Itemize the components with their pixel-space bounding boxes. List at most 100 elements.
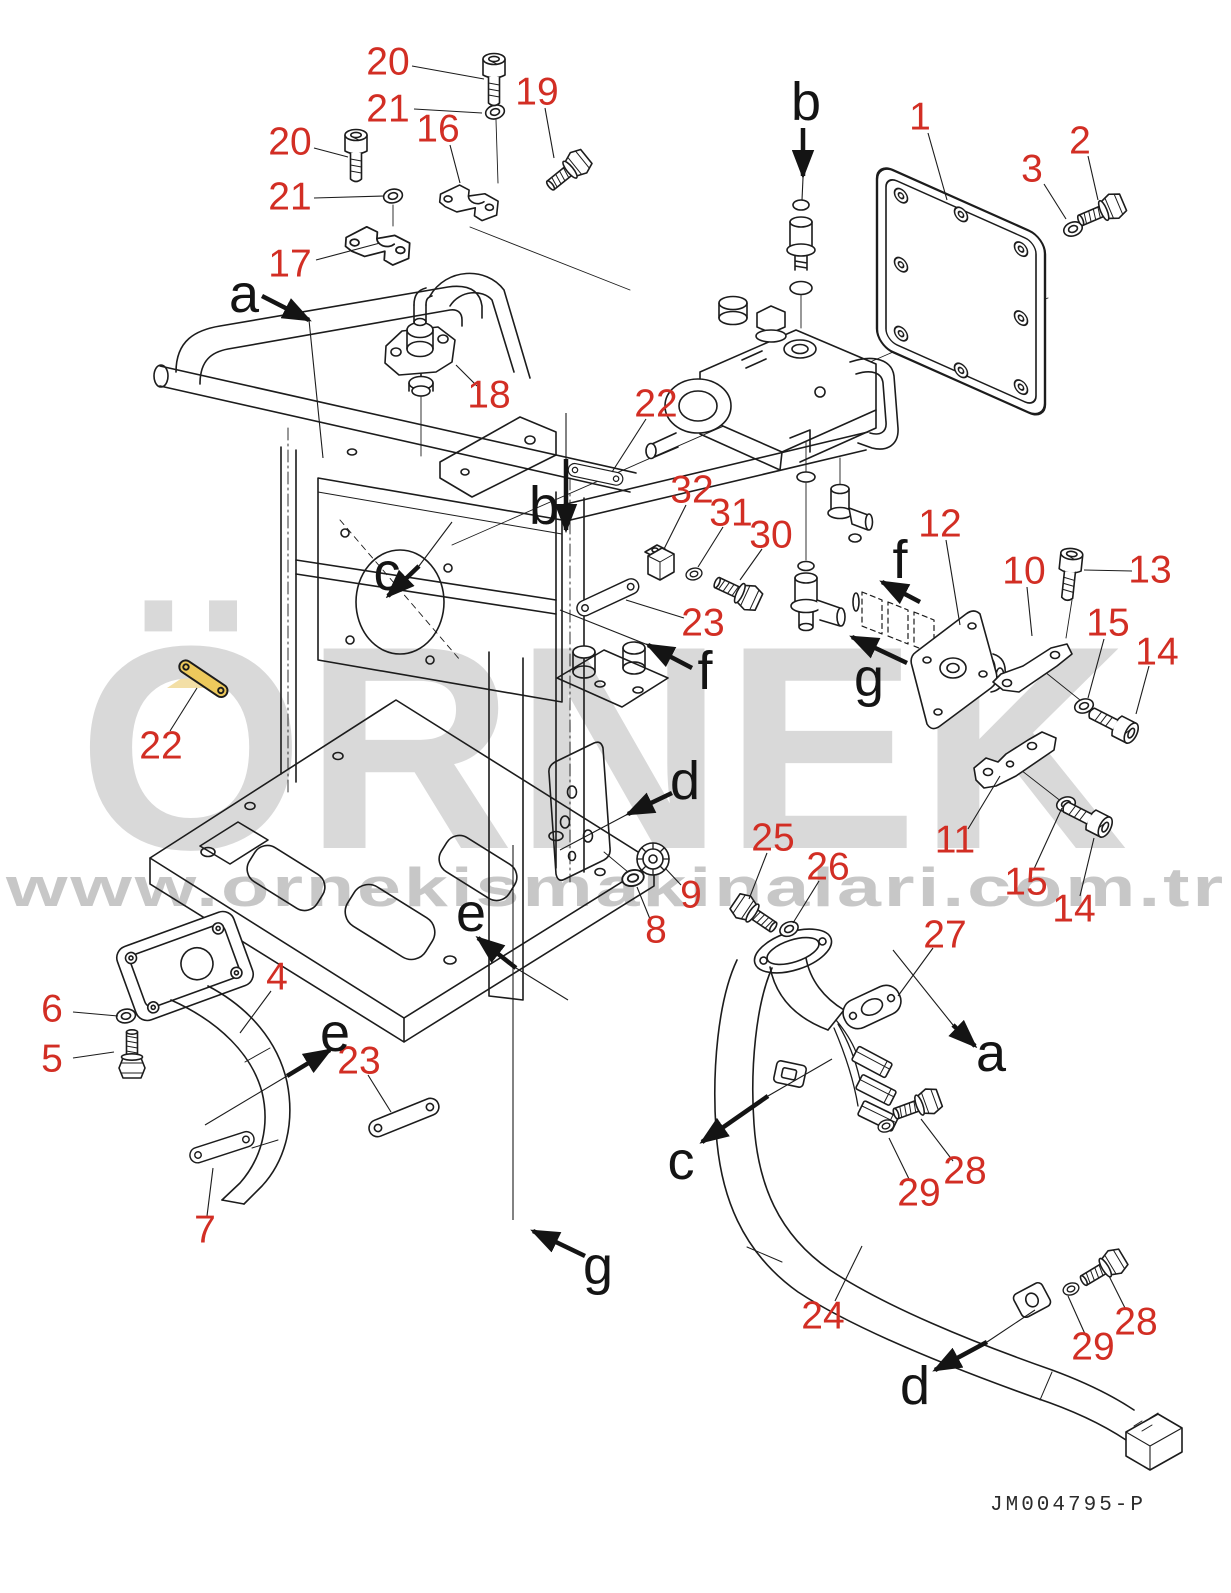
part-label-14: 14	[1052, 888, 1095, 931]
sensor-18	[384, 287, 456, 397]
part-label-16: 16	[416, 108, 459, 151]
part-label-28: 28	[943, 1150, 986, 1193]
view-label-g: g	[854, 648, 884, 708]
leader-line	[1135, 665, 1150, 715]
leader-line	[169, 687, 198, 732]
leader-line	[1087, 155, 1099, 201]
main-frame	[149, 272, 869, 1043]
drawing-number: JM004795-P	[990, 1494, 1146, 1517]
bracket-10	[992, 643, 1073, 693]
leader-line	[967, 775, 1001, 830]
view-arrow-icon	[932, 1340, 989, 1372]
view-arrow-icon	[699, 1094, 770, 1144]
nut-9	[636, 842, 670, 876]
view-leader	[515, 967, 569, 1001]
view-label-e: e	[320, 1003, 350, 1063]
part-label-23: 23	[337, 1040, 380, 1083]
leader-line	[664, 867, 682, 886]
harness-connectors	[851, 1045, 899, 1132]
elbow-fitting	[796, 471, 874, 543]
part-label-4: 4	[266, 956, 288, 999]
leader-line	[897, 947, 934, 997]
leader-line	[1079, 837, 1095, 897]
view-label-c: c	[374, 542, 401, 602]
view-leader	[801, 177, 804, 201]
view-arrow-icon	[530, 1228, 586, 1259]
block-32	[644, 544, 675, 581]
centerlines	[287, 427, 571, 883]
part-label-23: 23	[681, 602, 724, 645]
view-arrow-icon	[260, 293, 312, 323]
leader-line	[1026, 586, 1033, 637]
leader-line	[367, 1074, 392, 1113]
view-arrow-icon	[625, 790, 673, 817]
valve-group	[790, 560, 1007, 730]
view-leader	[308, 319, 324, 459]
view-label-d: d	[900, 1356, 930, 1416]
leader-line	[739, 548, 763, 581]
part-label-21: 21	[366, 88, 409, 131]
leader-line	[1043, 183, 1067, 220]
part-label-19: 19	[515, 71, 558, 114]
leader-line	[72, 1051, 115, 1059]
leader-line	[239, 990, 272, 1034]
leader-line	[663, 504, 687, 550]
view-label-d: d	[670, 751, 700, 811]
leader-line	[636, 886, 651, 920]
part-label-29: 29	[897, 1172, 940, 1215]
leader-line	[697, 526, 724, 568]
leader-line	[72, 1011, 119, 1017]
view-leader	[204, 1075, 288, 1126]
part-label-13: 13	[1128, 549, 1171, 592]
part-label-21: 21	[268, 176, 311, 219]
view-arrow-icon	[385, 564, 421, 599]
leader-line	[413, 108, 483, 114]
part-label-6: 6	[41, 988, 63, 1031]
leader-line	[455, 364, 478, 387]
part-label-22: 22	[139, 725, 182, 768]
leader-line	[1108, 1275, 1127, 1311]
view-label-f: f	[697, 641, 713, 701]
leader-line	[625, 599, 685, 619]
line-art	[114, 52, 1183, 1471]
view-label-a: a	[976, 1023, 1007, 1083]
part-label-2: 2	[1069, 120, 1091, 163]
part-label-14: 14	[1135, 631, 1178, 674]
leader-line	[313, 195, 385, 199]
part-label-1: 1	[909, 96, 931, 139]
view-arrow-icon	[879, 580, 922, 605]
view-label-a: a	[229, 264, 260, 324]
leader-line	[313, 147, 349, 158]
view-label-c: c	[668, 1131, 695, 1191]
watermark-triangle-icon	[108, 660, 153, 688]
view-arrow-icon	[475, 936, 518, 970]
leader-line	[206, 1167, 214, 1217]
leader-line	[748, 852, 768, 900]
part-label-12: 12	[918, 503, 961, 546]
part-label-32: 32	[670, 469, 713, 512]
part-label-7: 7	[194, 1209, 216, 1252]
pump-assembly	[645, 295, 899, 471]
part-label-27: 27	[923, 914, 966, 957]
part-label-28: 28	[1114, 1301, 1157, 1344]
view-leader	[418, 521, 453, 567]
view-label-b: b	[529, 476, 559, 536]
leader-line	[544, 107, 555, 159]
view-label-f: f	[892, 530, 908, 590]
view-leader	[559, 609, 649, 646]
part-label-5: 5	[41, 1038, 63, 1081]
view-arrow-icon	[645, 643, 694, 670]
leader-line	[1087, 638, 1105, 699]
leader-line	[945, 539, 961, 626]
fitting-chain-b	[786, 199, 816, 296]
part-label-30: 30	[749, 514, 792, 557]
part-label-11: 11	[935, 819, 976, 862]
view-leader	[767, 1058, 833, 1097]
pad-27	[842, 984, 902, 1030]
part-label-22: 22	[634, 383, 677, 426]
part-label-8: 8	[645, 909, 667, 952]
leader-line	[611, 418, 647, 473]
leader-line	[1033, 807, 1063, 870]
